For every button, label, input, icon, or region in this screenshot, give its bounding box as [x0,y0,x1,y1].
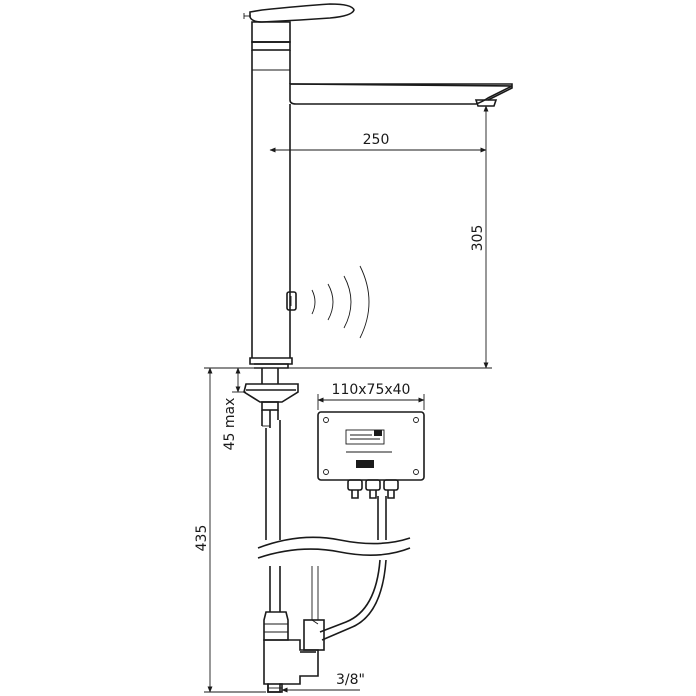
break-lines [257,536,411,559]
base-ring [249,357,293,365]
spout [289,83,513,105]
sensor-waves [311,265,370,339]
deck-mount [238,367,300,540]
dim-spout-reach-label: 250 [363,132,390,148]
dim-total-depth: 435 [194,367,266,693]
dim-spout-height-label: 305 [470,225,486,252]
main-column [251,104,291,358]
lever-handle [249,3,355,23]
cartridge-head [251,21,291,43]
brand-plate [356,460,374,468]
dim-spout-reach: 250 [269,132,487,153]
control-box [317,411,425,499]
dim-total-depth-label: 435 [194,525,210,552]
dim-spout-height: 305 [294,105,492,369]
faucet-body [243,3,513,369]
dim-box-size-label: 110x75x40 [332,382,411,398]
sensor-window [286,291,297,311]
lower-plumbing [263,496,387,693]
dim-deck-thickness: 45 max [222,367,246,451]
dim-thread-label: 3/8" [336,672,365,688]
hose-nut [263,611,289,641]
dim-box-size: 110x75x40 [317,382,425,410]
dim-deck-thickness-label: 45 max [222,398,238,451]
dim-thread: 3/8" [281,672,365,693]
aerator [474,99,498,107]
